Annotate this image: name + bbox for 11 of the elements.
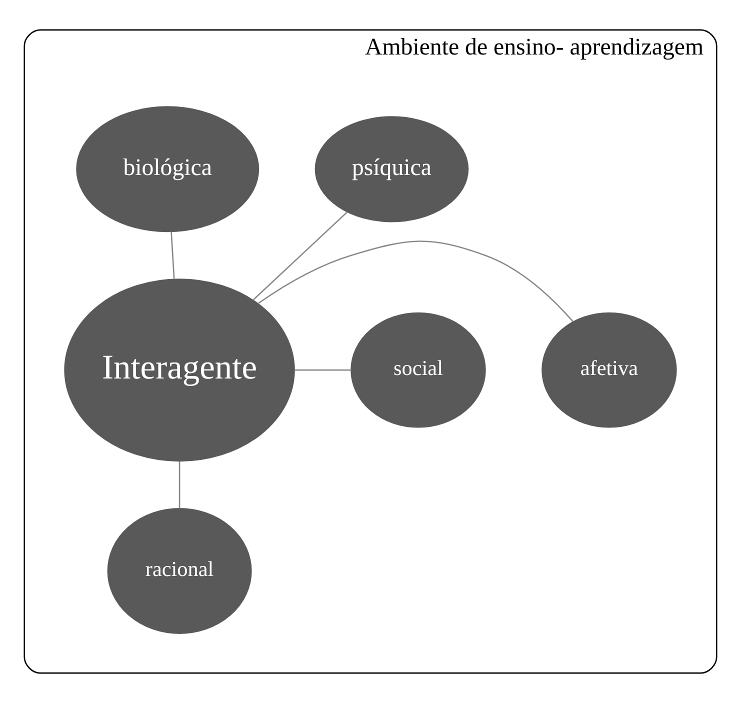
connector xyxy=(170,231,175,279)
connector xyxy=(294,368,352,370)
connector xyxy=(258,240,574,322)
node-ellipse: racional xyxy=(107,507,252,634)
node-ellipse: afetiva xyxy=(542,312,677,428)
connector xyxy=(252,211,348,300)
connector xyxy=(178,460,180,508)
node-ellipse: social xyxy=(350,312,486,428)
node-ellipse: psíquica xyxy=(314,116,469,222)
node-ellipse: biológica xyxy=(76,106,260,232)
node-ellipse: Interagente xyxy=(64,278,295,462)
